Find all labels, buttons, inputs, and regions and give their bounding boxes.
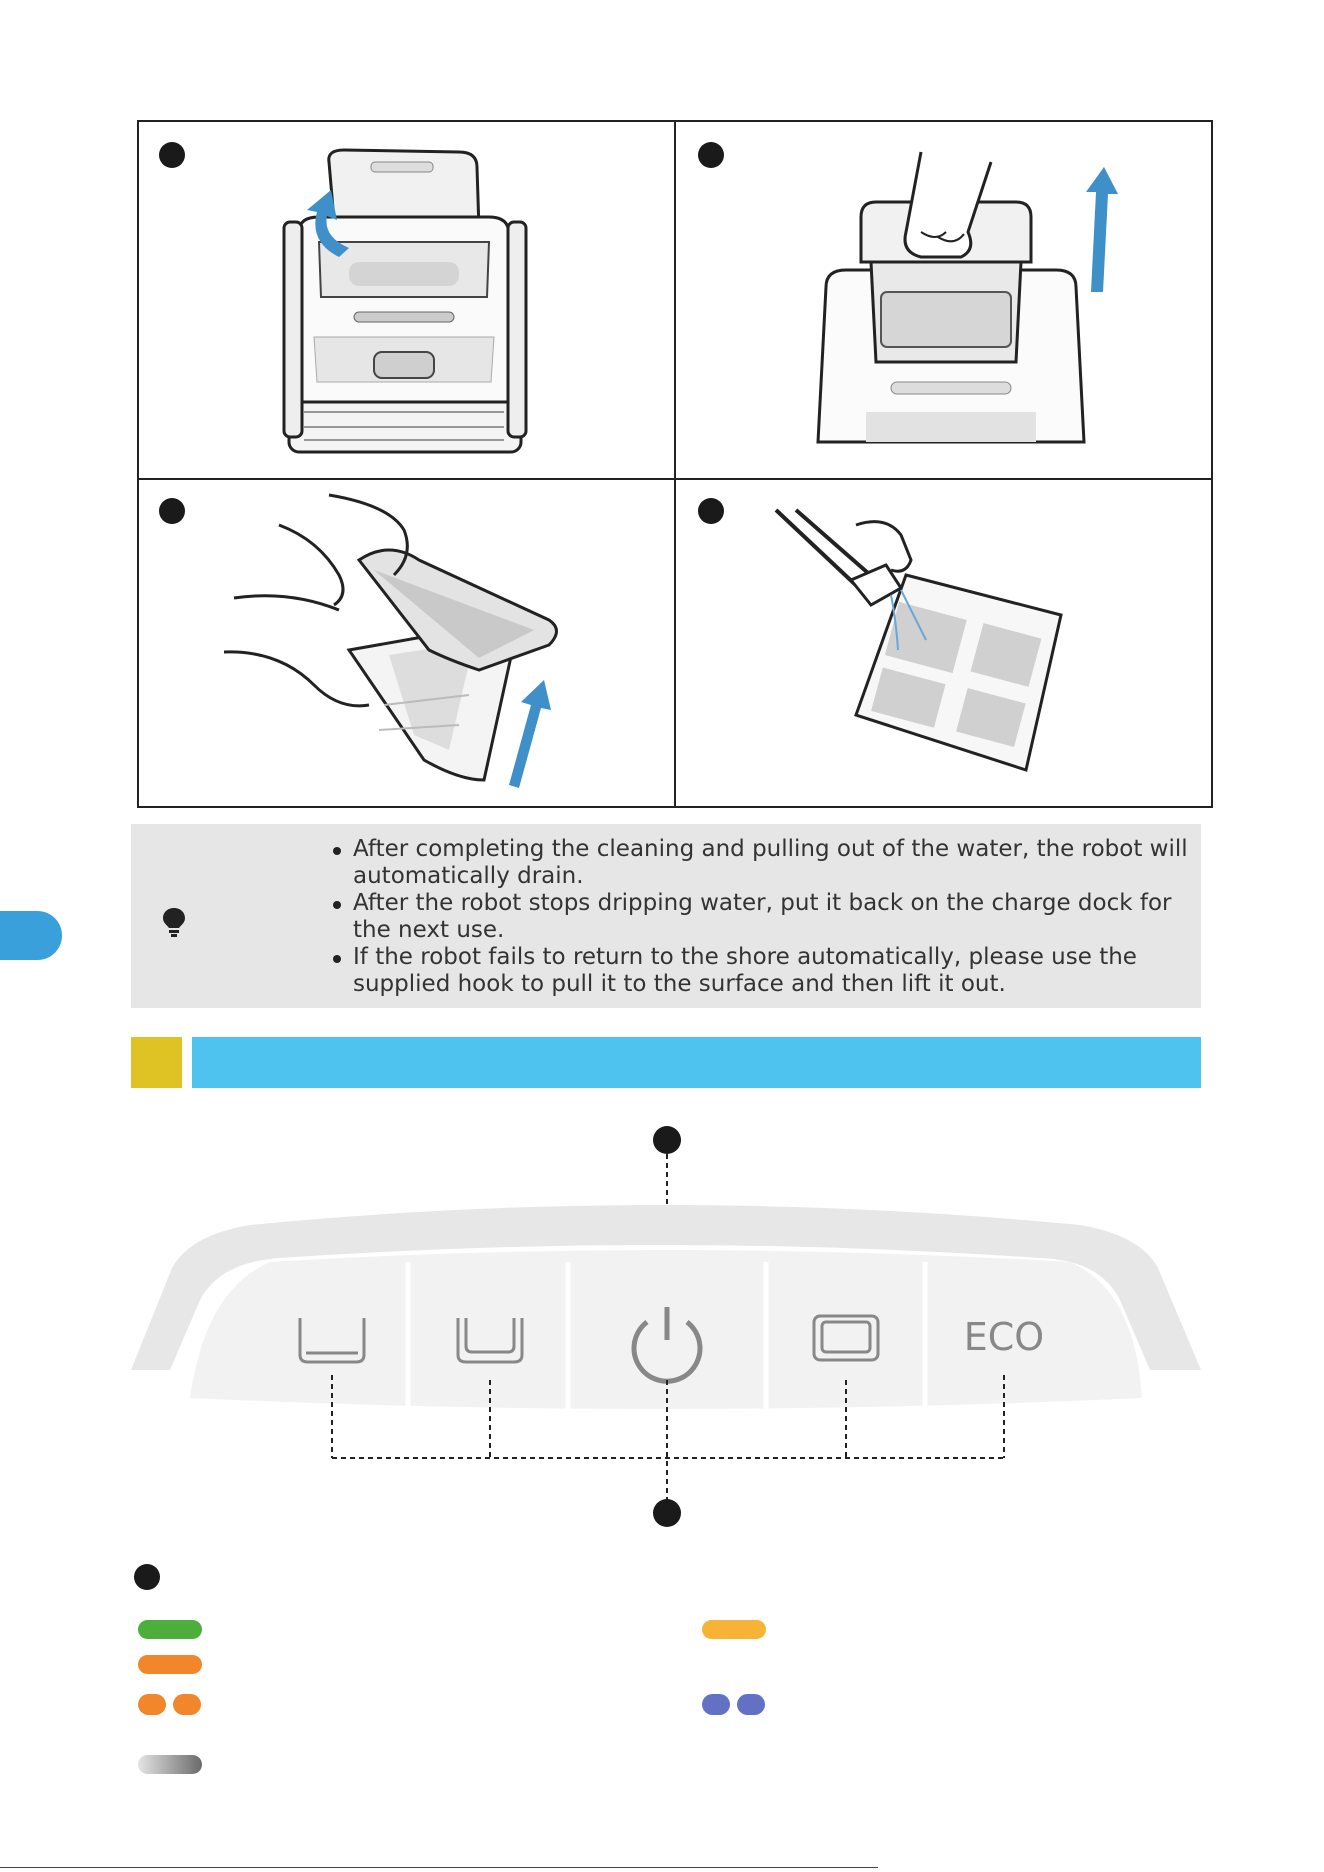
note-list: After completing the cleaning and pullin… bbox=[331, 836, 1191, 998]
note-item: If the robot fails to return to the shor… bbox=[331, 944, 1191, 998]
step-1-panel bbox=[138, 121, 675, 479]
step-4-panel bbox=[675, 479, 1212, 807]
full-clean-icon[interactable] bbox=[812, 1314, 880, 1362]
step-2-marker bbox=[698, 142, 724, 168]
separate-filter-illustration bbox=[223, 493, 558, 788]
robot-open-lid-illustration bbox=[282, 148, 528, 454]
lightbulb-icon bbox=[163, 908, 185, 937]
note-item: After completing the cleaning and pullin… bbox=[331, 836, 1191, 890]
control-panel-diagram: ECO bbox=[131, 1126, 1201, 1527]
gray-gradient-swatch bbox=[138, 1755, 202, 1774]
footer-rule bbox=[0, 1867, 878, 1868]
section-number bbox=[131, 1037, 182, 1088]
green-indicator-swatch bbox=[138, 1620, 202, 1639]
chapter-tab bbox=[0, 911, 62, 960]
blue-blink-swatch-a bbox=[702, 1694, 730, 1715]
floor-wall-icon[interactable] bbox=[456, 1318, 524, 1364]
blue-blink-swatch-b bbox=[737, 1694, 765, 1715]
section-header bbox=[131, 1037, 1201, 1088]
instruction-grid bbox=[137, 120, 1213, 808]
floor-icon[interactable] bbox=[298, 1318, 366, 1364]
step-4-marker bbox=[698, 498, 724, 524]
indicator-callout-marker bbox=[653, 1499, 681, 1527]
button-callout-marker bbox=[653, 1126, 681, 1154]
section-title bbox=[192, 1037, 1201, 1088]
lift-filter-basket-illustration bbox=[816, 151, 1118, 444]
orange-blink-swatch-a bbox=[138, 1694, 166, 1715]
yellow-indicator-swatch bbox=[702, 1620, 766, 1639]
step-1-marker bbox=[159, 142, 185, 168]
orange-indicator-swatch bbox=[138, 1655, 202, 1674]
step-2-panel bbox=[675, 121, 1212, 479]
eco-mode-button[interactable]: ECO bbox=[964, 1315, 1044, 1359]
panel-outer-frame bbox=[131, 1205, 1201, 1370]
legend-marker bbox=[134, 1564, 160, 1590]
orange-blink-swatch-b bbox=[173, 1694, 201, 1715]
rinse-filter-with-hose-illustration bbox=[774, 508, 1063, 772]
note-box: After completing the cleaning and pullin… bbox=[131, 824, 1201, 1008]
note-item: After the robot stops dripping water, pu… bbox=[331, 890, 1191, 944]
step-3-panel bbox=[138, 479, 675, 807]
step-3-marker bbox=[159, 498, 185, 524]
